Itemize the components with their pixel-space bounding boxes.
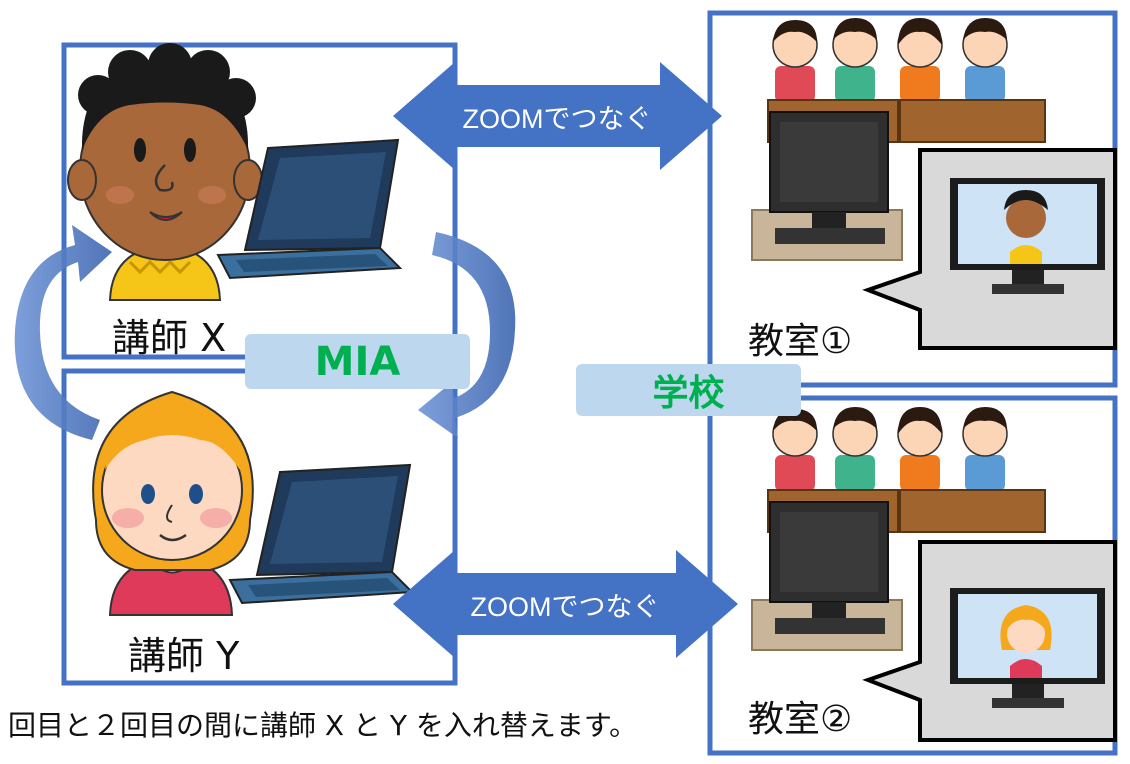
classroom-1-illustration xyxy=(751,18,1117,350)
classroom-2-speech-bubble xyxy=(862,540,1117,742)
school-badge: 学校 xyxy=(576,364,801,416)
swap-arrow-right xyxy=(418,232,516,438)
laptop-y-illustration xyxy=(228,463,415,605)
zoom-arrow-top xyxy=(393,62,722,170)
classroom-1-speech-bubble xyxy=(862,148,1117,350)
swap-arrow-left xyxy=(14,225,112,440)
classroom-2-monitor xyxy=(769,501,889,634)
classroom-2-illustration xyxy=(751,407,1117,742)
instructor-y-label: 講師 Y xyxy=(128,634,240,678)
classroom-2-label: 教室② xyxy=(748,699,853,740)
instructor-x-label: 講師 X xyxy=(112,316,227,360)
swap-caption: 回目と２回目の間に講師 X と Y を入れ替えます。 xyxy=(8,709,638,742)
zoom-label-top: ZOOMでつなぐ xyxy=(463,104,652,134)
zoom-arrow-bottom xyxy=(393,550,738,658)
instructor-x-illustration xyxy=(67,43,263,301)
mia-badge: MIA xyxy=(245,334,470,389)
instructor-y-illustration xyxy=(92,390,254,616)
classroom-1-label: 教室① xyxy=(748,321,853,362)
laptop-x-illustration xyxy=(216,138,403,280)
classroom-1-monitor xyxy=(769,111,889,244)
zoom-label-bottom: ZOOMでつなぐ xyxy=(471,592,660,622)
